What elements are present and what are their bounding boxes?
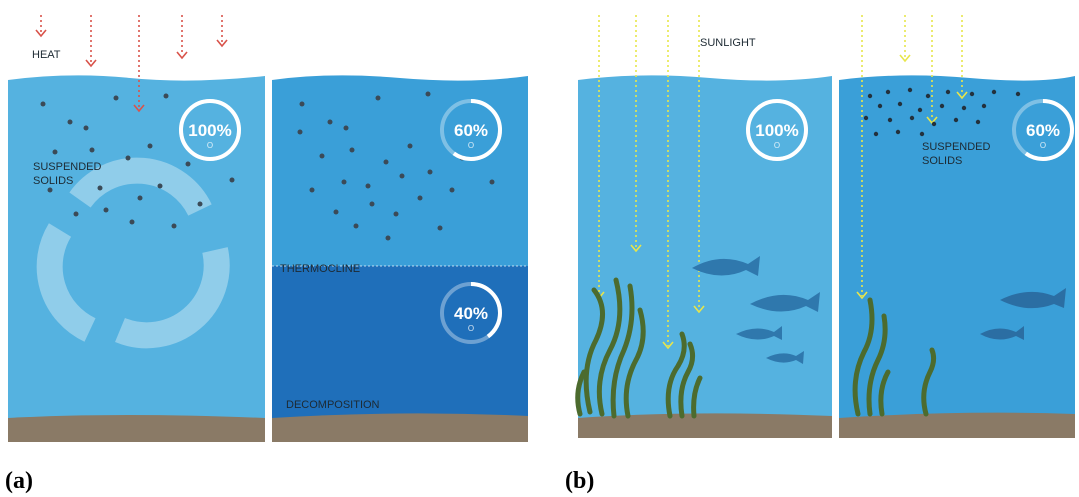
svg-text:100%: 100% — [755, 121, 798, 140]
svg-text:60%: 60% — [1026, 121, 1060, 140]
caption-b: (b) — [565, 468, 595, 494]
svg-text:40%: 40% — [454, 304, 488, 323]
svg-text:60%: 60% — [454, 121, 488, 140]
panel-a-left-water — [8, 75, 265, 420]
heat-arrows — [35, 15, 228, 113]
fish-icon — [736, 326, 782, 340]
fish-icon — [980, 326, 1024, 340]
sunlight-arrows — [593, 15, 968, 350]
thermocline-label: THERMOCLINE — [280, 263, 360, 275]
fish-school-left — [692, 256, 820, 364]
caption-a: (a) — [5, 468, 33, 494]
surface-suspended-particles — [863, 87, 1021, 137]
svg-text:100%: 100% — [188, 121, 231, 140]
panel-a-sediment — [8, 415, 265, 442]
fish-icon — [766, 351, 804, 364]
decomposition-label: DECOMPOSITION — [286, 399, 380, 411]
fish-icon — [750, 292, 820, 312]
fish-school-right — [980, 288, 1066, 340]
oxygen-gauge-b-right: 60% O — [1012, 99, 1074, 161]
panel-b-sediment — [578, 413, 832, 438]
suspended-particles-left — [40, 93, 235, 229]
sunlight-label: SUNLIGHT — [700, 37, 756, 49]
heat-label: HEAT — [32, 49, 61, 61]
oxygen-gauge-a-right-bottom: 40% O — [440, 282, 502, 344]
panel-a-right-water-upper — [272, 75, 528, 266]
seaweed-left — [575, 277, 703, 419]
svg-text:O: O — [1040, 141, 1046, 150]
suspended-solids-label-b: SUSPENDED SOLIDS — [922, 141, 994, 167]
svg-text:O: O — [468, 141, 474, 150]
fish-icon — [1000, 288, 1066, 309]
panel-a-diagram: HEAT SUSPENDED SOLIDS THERMOCLINE DECOMP… — [8, 15, 528, 450]
oxygen-gauge-a-left: 100% O — [179, 99, 241, 161]
svg-text:O: O — [774, 141, 780, 150]
oxygen-gauge-a-right-top: 60% O — [440, 99, 502, 161]
oxygen-gauge-b-left: 100% O — [746, 99, 808, 161]
panel-b-diagram: SUNLIGHT SUSPENDED SOLIDS — [575, 15, 1075, 450]
fish-icon — [692, 256, 760, 276]
mixing-cycle-icon — [36, 157, 230, 349]
svg-text:O: O — [207, 141, 213, 150]
suspended-solids-label-a: SUSPENDED SOLIDS — [33, 161, 105, 187]
panel-a-right-water-lower — [272, 266, 528, 420]
svg-text:O: O — [468, 324, 474, 333]
seaweed-right — [852, 297, 937, 417]
